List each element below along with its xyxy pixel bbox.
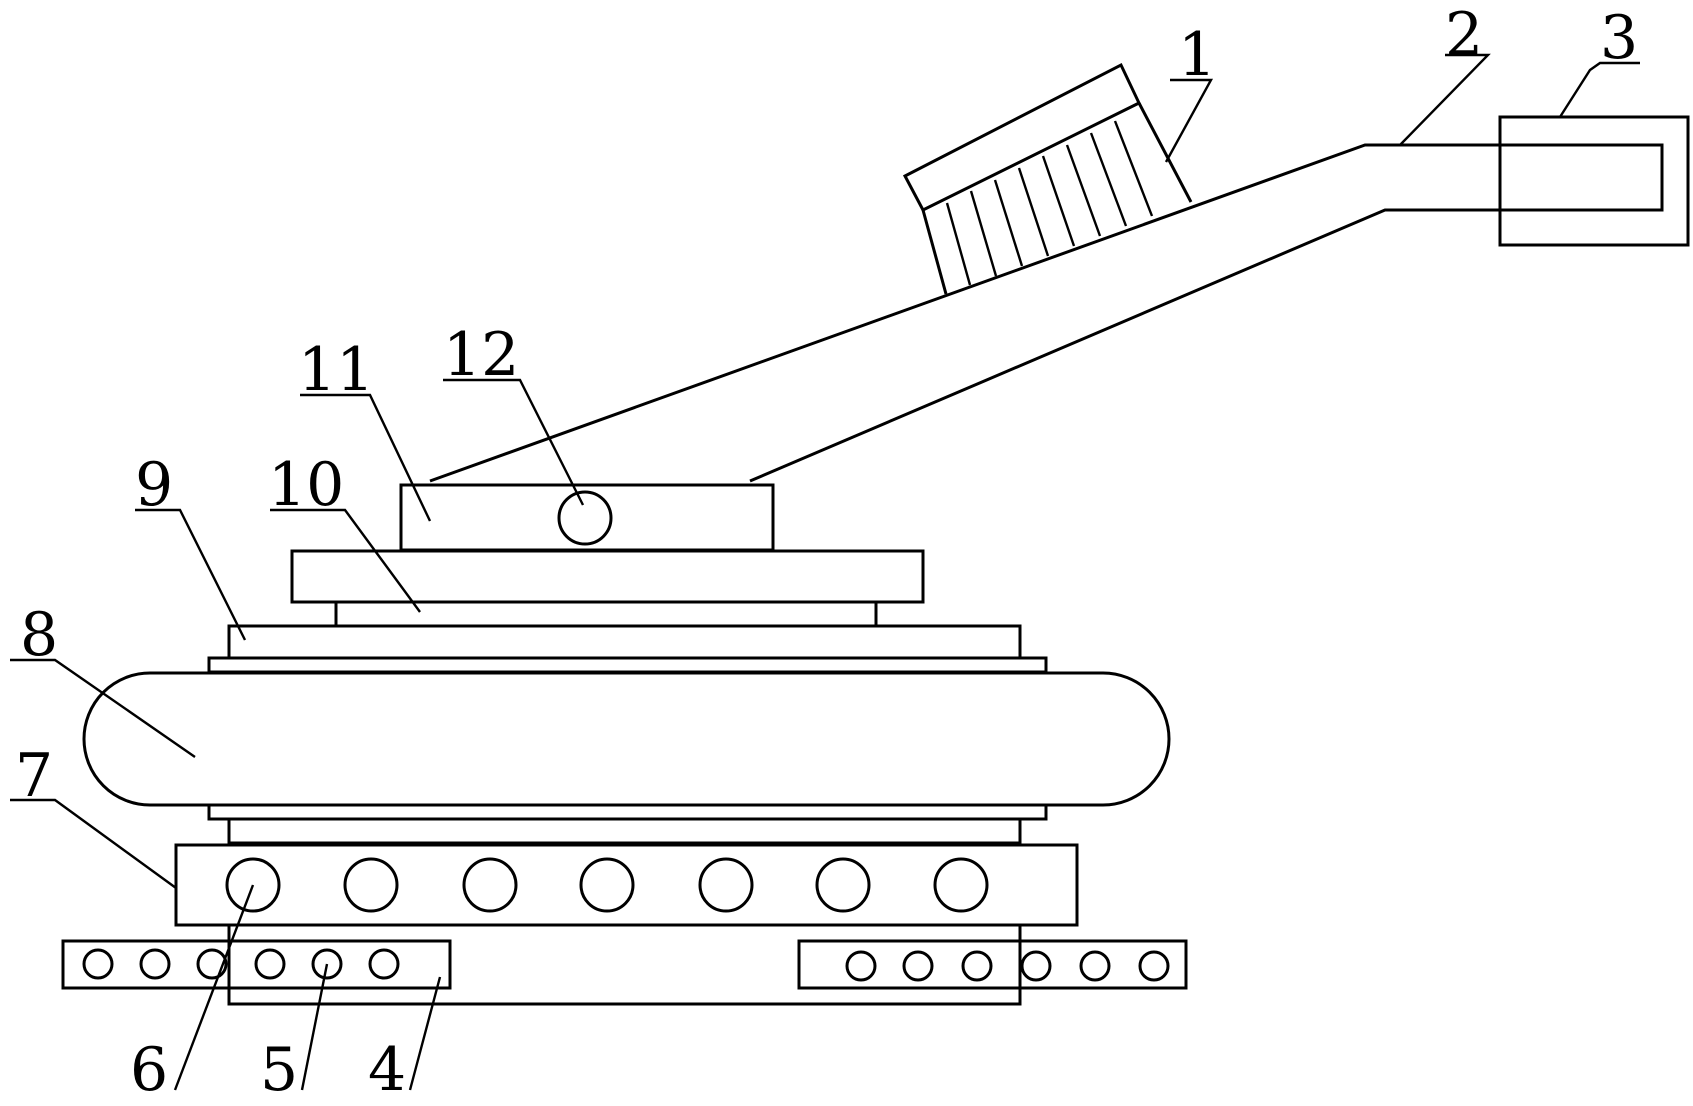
label-2: 2: [1445, 0, 1483, 70]
roller-frame: [174, 843, 1079, 927]
right-roller-bar: [797, 939, 1188, 990]
label-9: 9: [135, 450, 173, 520]
label-12: 12: [443, 320, 519, 390]
label-8: 8: [20, 600, 58, 670]
label-1: 1: [1178, 20, 1216, 90]
handle-bar: [429, 143, 1664, 483]
label-5: 5: [260, 1035, 298, 1105]
brush-bristles: [945, 120, 1154, 286]
label-10: 10: [268, 450, 344, 520]
base-bottom: [227, 925, 1022, 1006]
mount-plate: [290, 549, 925, 626]
handle-grip: [1498, 115, 1690, 247]
pivot-bolt: [557, 490, 613, 546]
mount-block: [399, 483, 775, 552]
part-labels: 1 2 3 8 7 9 10 11 12 6 5 4: [15, 0, 1638, 1105]
label-7: 7: [15, 741, 53, 811]
label-3: 3: [1600, 3, 1638, 73]
label-11: 11: [298, 335, 374, 405]
main-body: [82, 671, 1171, 845]
brush-head: [902, 62, 1193, 295]
label-4: 4: [368, 1035, 406, 1105]
label-6: 6: [130, 1035, 168, 1105]
leader-lines: [10, 53, 1640, 1091]
left-roller-bar: [61, 939, 452, 990]
upper-housing: [207, 624, 1048, 674]
large-rollers: [225, 857, 989, 913]
